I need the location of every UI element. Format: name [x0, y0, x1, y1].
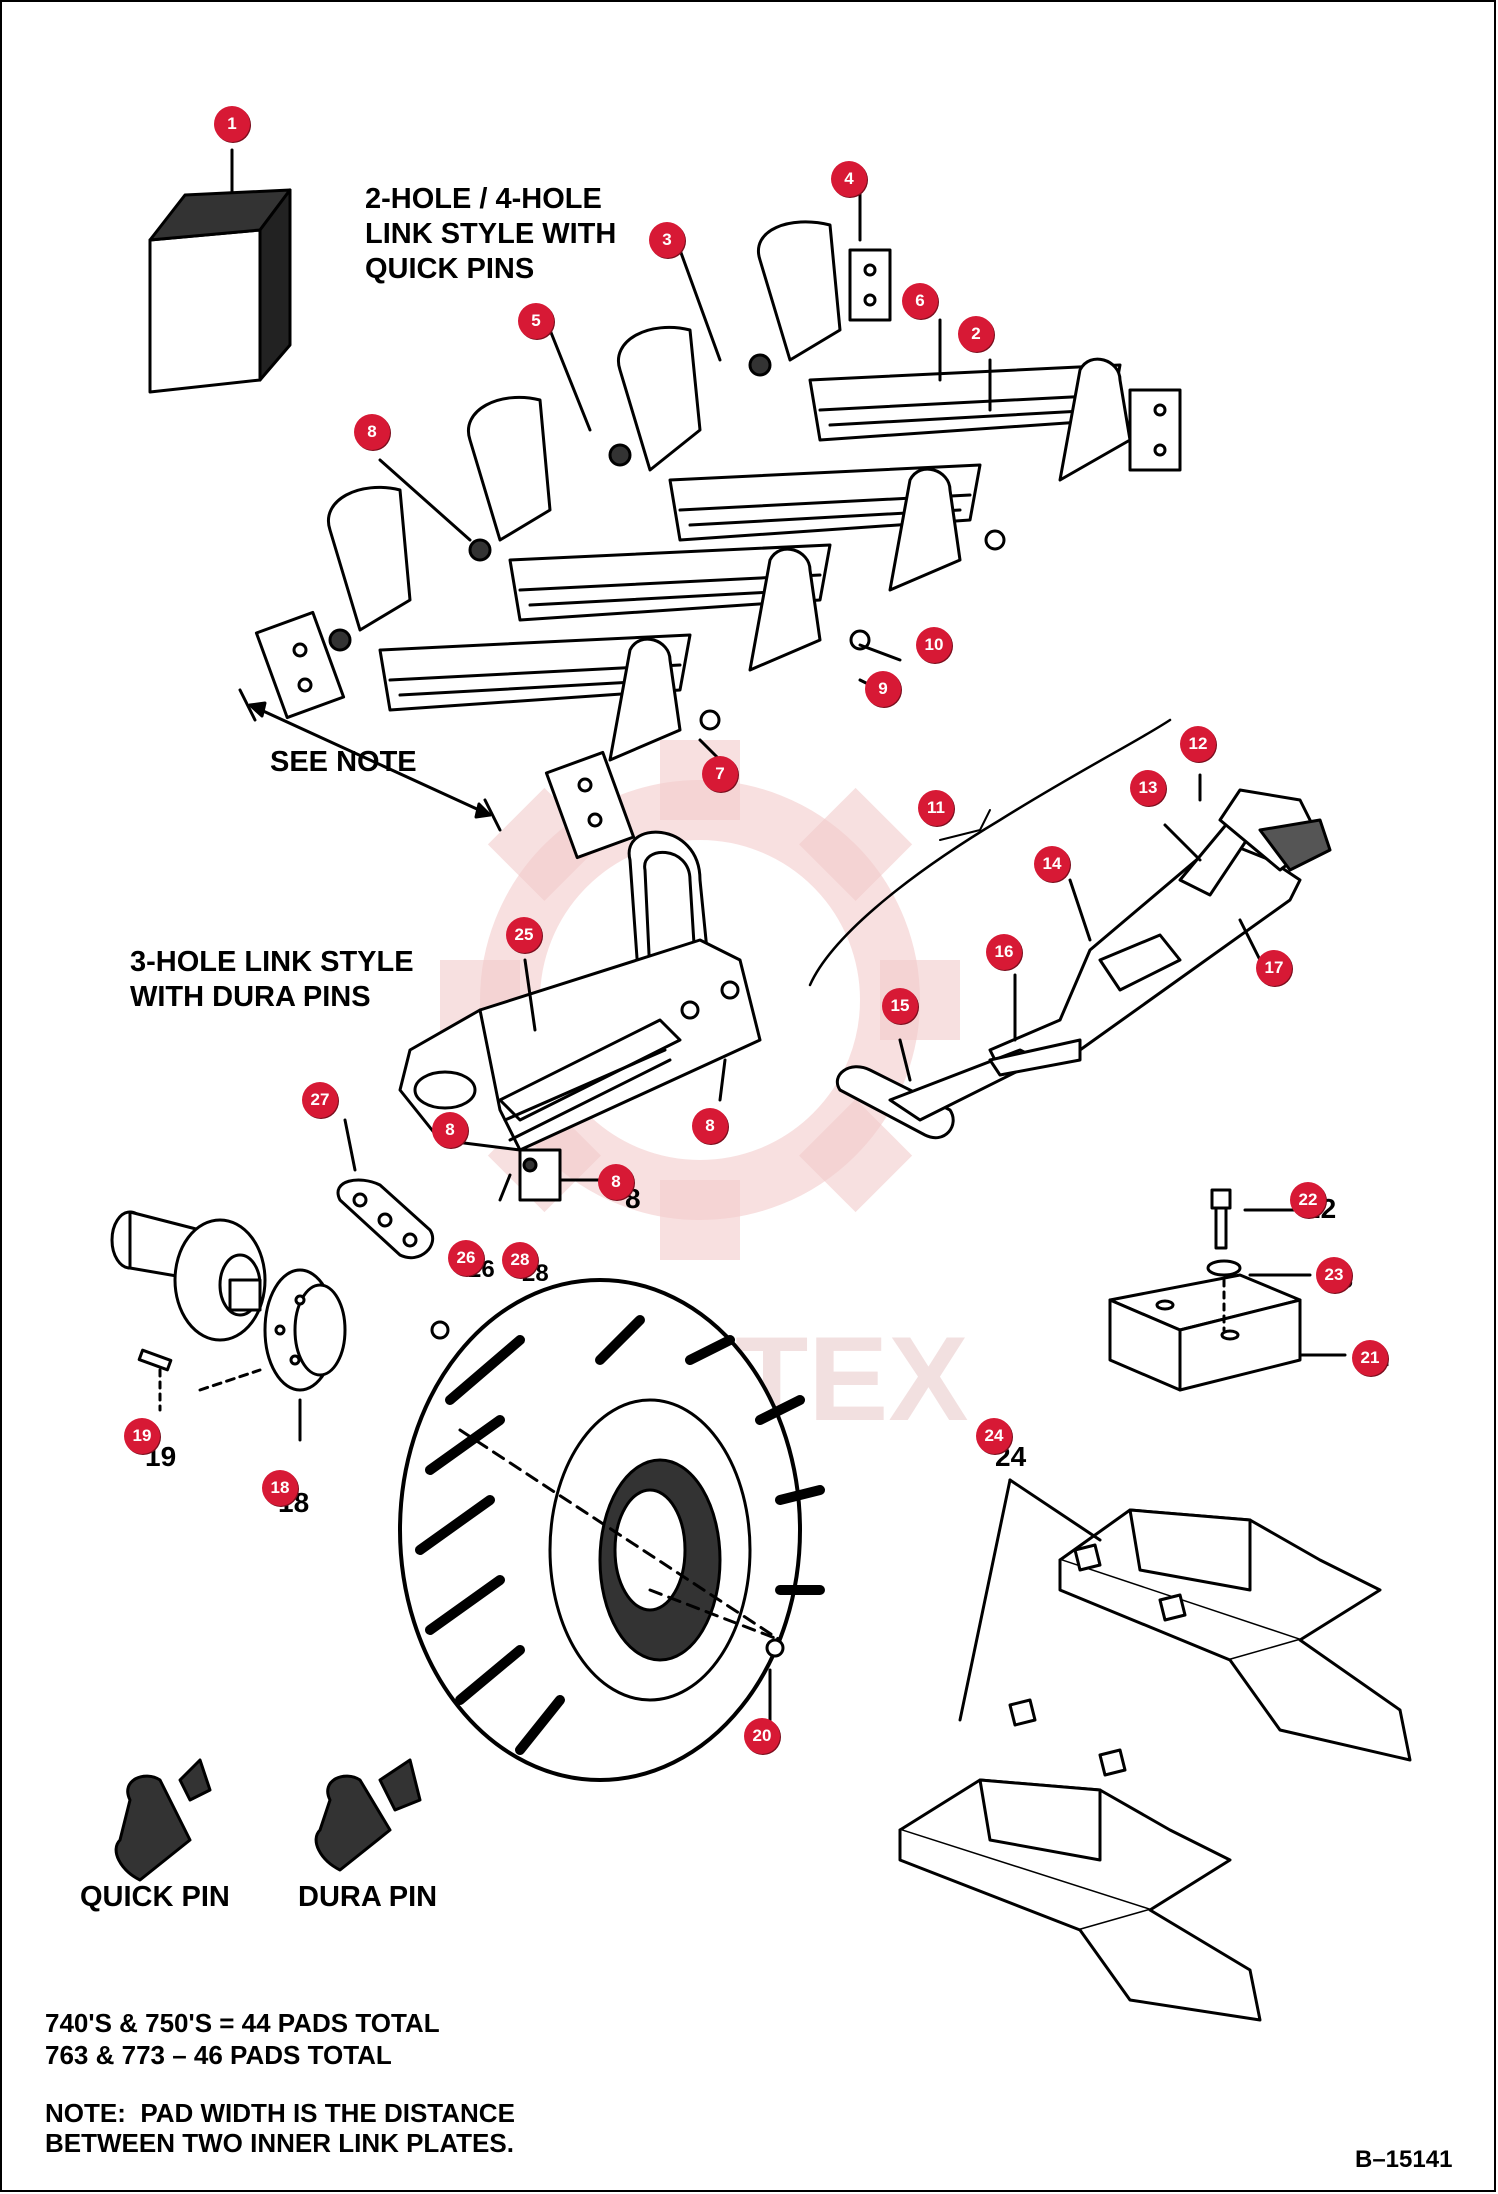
callout-13[interactable]: 13	[1130, 770, 1166, 806]
callout-27[interactable]: 27	[302, 1082, 338, 1118]
see-note-label: SEE NOTE	[270, 746, 417, 778]
callout-24[interactable]: 24	[976, 1418, 1012, 1454]
quick-pin	[114, 1758, 212, 1882]
callout-1[interactable]: 1	[214, 106, 250, 142]
callout-6[interactable]: 6	[902, 283, 938, 319]
pads-note-line-1: 740'S & 750'S = 44 PADS TOTAL	[45, 2008, 440, 2038]
callout-12[interactable]: 12	[1180, 726, 1216, 762]
callout-8-top[interactable]: 8	[354, 414, 390, 450]
track-assembly	[254, 220, 1182, 860]
dura-pin-label: DURA PIN	[298, 1881, 438, 1913]
tire	[398, 1278, 825, 1782]
hub-assembly	[110, 1210, 450, 1392]
callout-9[interactable]: 9	[865, 671, 901, 707]
three-hole-link	[398, 830, 762, 1202]
callout-17[interactable]: 17	[1256, 950, 1292, 986]
callout-18[interactable]: 18	[262, 1470, 298, 1506]
callout-20[interactable]: 20	[744, 1718, 780, 1754]
callout-7[interactable]: 7	[702, 756, 738, 792]
callout-10[interactable]: 10	[916, 627, 952, 663]
callout-21[interactable]: 21	[1352, 1340, 1388, 1376]
callout-8-low[interactable]: 8	[598, 1164, 634, 1200]
quick-pin-label: QUICK PIN	[80, 1881, 230, 1913]
callout-8-dura[interactable]: 8	[432, 1112, 468, 1148]
pad-block	[1108, 1273, 1302, 1392]
note-line-2: BETWEEN TWO INNER LINK PLATES.	[45, 2128, 514, 2158]
callout-22[interactable]: 22	[1290, 1182, 1326, 1218]
callout-3[interactable]: 3	[649, 222, 685, 258]
link-plate	[336, 1178, 435, 1260]
callout-23[interactable]: 23	[1316, 1257, 1352, 1293]
callout-2[interactable]: 2	[958, 316, 994, 352]
callout-11[interactable]: 11	[918, 790, 954, 826]
brace-assembly	[835, 788, 1332, 1140]
part-box	[148, 188, 292, 394]
top-style-title: 2-HOLE / 4-HOLE LINK STYLE WITH QUICK PI…	[365, 183, 617, 285]
dura-pin	[314, 1758, 422, 1872]
note-line-1: NOTE: PAD WIDTH IS THE DISTANCE	[45, 2098, 515, 2128]
figure-id: B–15141	[1355, 2146, 1453, 2173]
callout-28[interactable]: 28	[502, 1242, 538, 1278]
mid-style-title: 3-HOLE LINK STYLE WITH DURA PINS	[130, 946, 414, 1013]
callout-19[interactable]: 19	[124, 1418, 160, 1454]
callout-25[interactable]: 25	[506, 917, 542, 953]
bolt	[1210, 1188, 1232, 1250]
callout-4[interactable]: 4	[831, 161, 867, 197]
callout-26[interactable]: 26	[448, 1240, 484, 1276]
callout-15[interactable]: 15	[882, 988, 918, 1024]
callout-16[interactable]: 16	[986, 934, 1022, 970]
callout-14[interactable]: 14	[1034, 846, 1070, 882]
rubber-pads	[898, 1508, 1412, 2022]
callout-8-mid[interactable]: 8	[692, 1108, 728, 1144]
callout-5[interactable]: 5	[518, 303, 554, 339]
pads-note-line-2: 763 & 773 – 46 PADS TOTAL	[45, 2040, 392, 2070]
